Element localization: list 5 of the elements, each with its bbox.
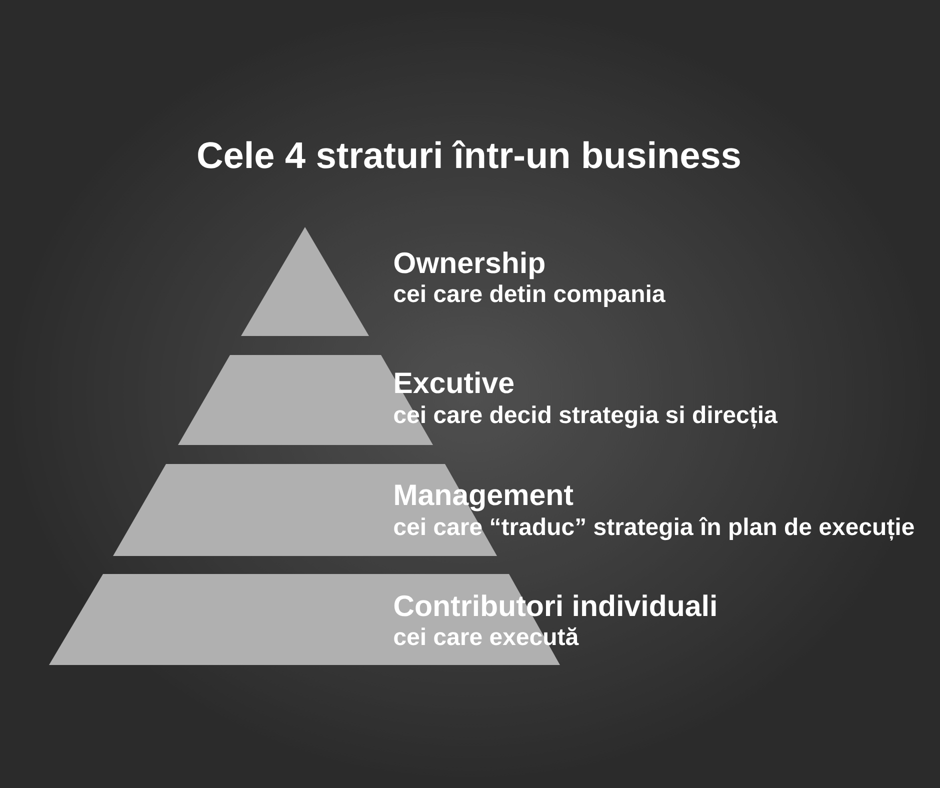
title: Cele 4 straturi într-un business (198, 140, 740, 168)
layer-description: cei care “traduc” strategia în plan de execuție (394, 517, 914, 541)
layer-heading: Ownership (394, 252, 544, 280)
layer-heading: Excutive (395, 372, 514, 394)
layer-description: cei care detin compania (394, 284, 666, 307)
